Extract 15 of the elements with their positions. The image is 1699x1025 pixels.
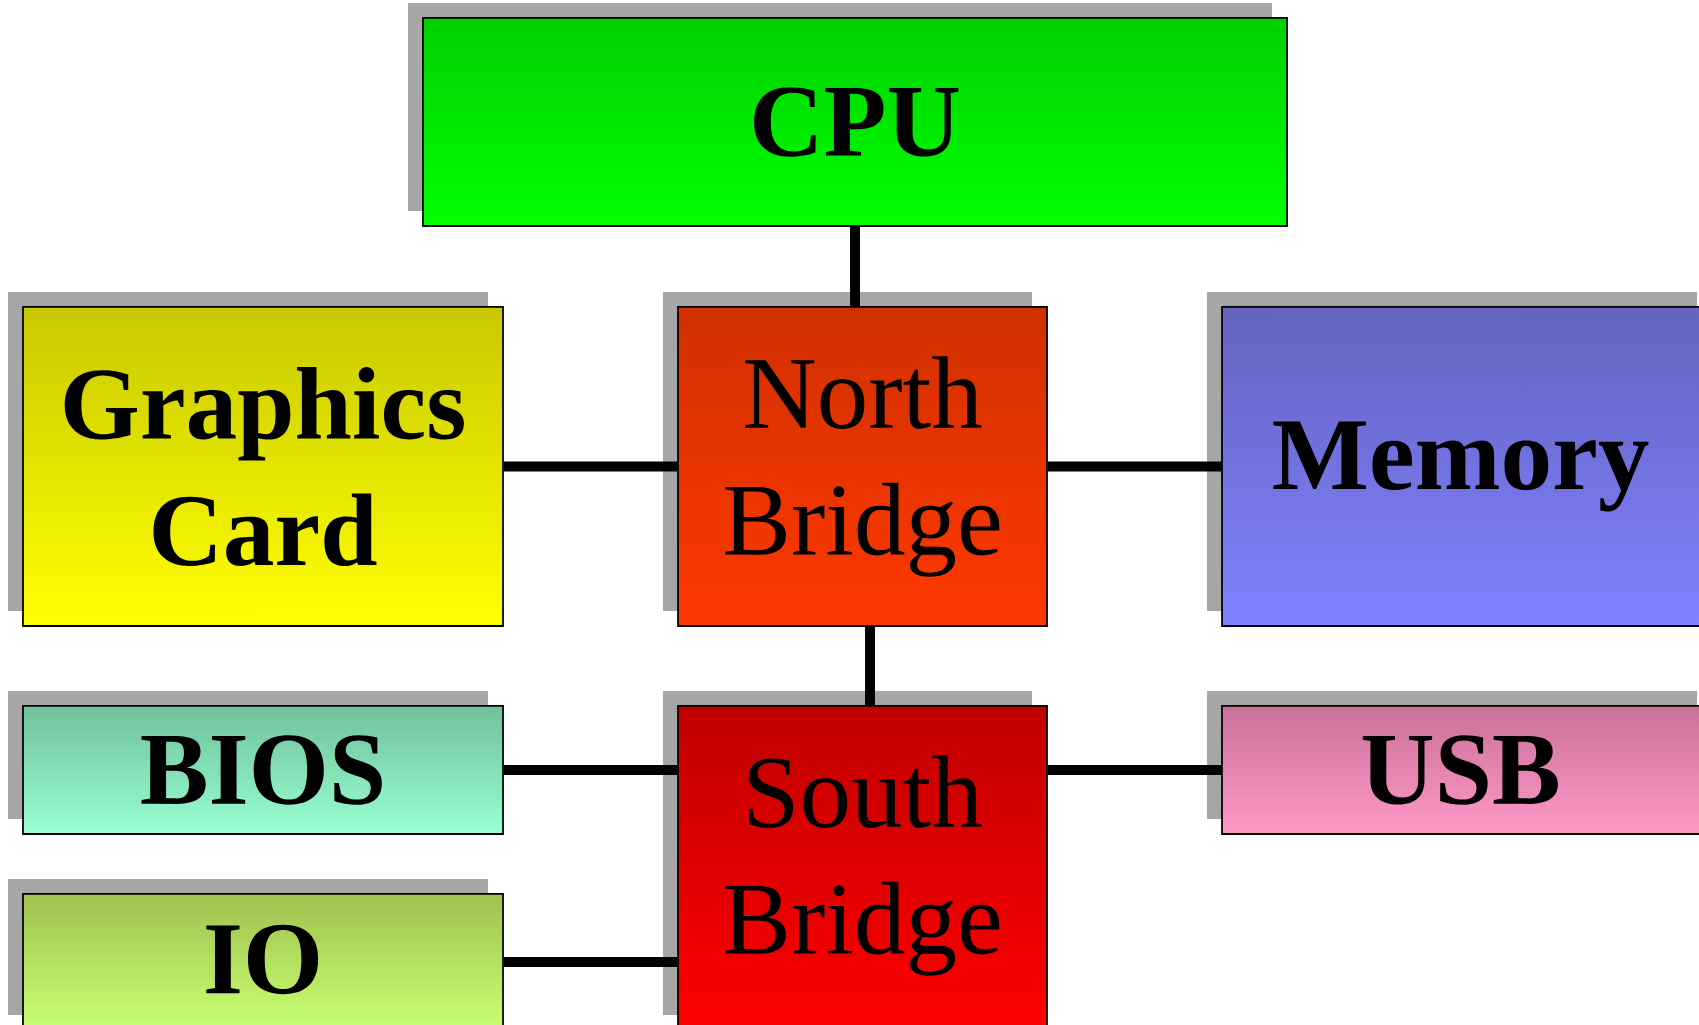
connector-line [850, 226, 860, 307]
connector-line [1047, 461, 1222, 472]
box: CPU [408, 3, 1288, 227]
box: BIOS [8, 691, 504, 835]
connector-line [503, 461, 678, 472]
connector-line [1047, 765, 1222, 775]
box: USB [1207, 691, 1699, 835]
connector-line [503, 765, 678, 775]
box: South Bridge [663, 691, 1048, 1025]
connector-line [865, 626, 875, 706]
box: Memory [1207, 292, 1699, 627]
connector-line [503, 957, 678, 967]
box: North Bridge [663, 292, 1048, 627]
box: Graphics Card [8, 292, 504, 627]
box: IO [8, 879, 504, 1025]
